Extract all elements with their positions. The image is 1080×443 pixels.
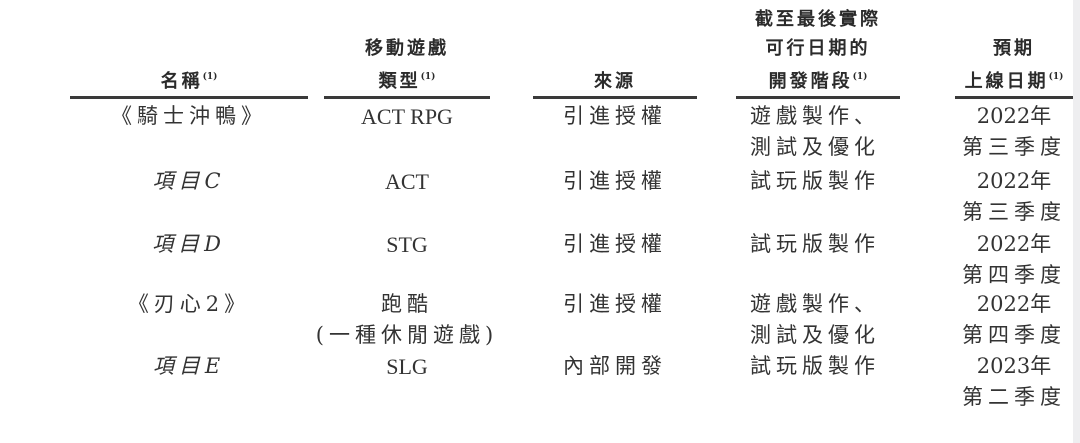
column-dev-stage: 截至最後實際 可行日期的 開發階段(1) 遊戲製作、 測試及優化 試玩版製作 試… [736, 0, 900, 443]
row-5-name: 項目E [152, 354, 226, 378]
row-1-launch: 2022年 第三季度 [962, 104, 1066, 159]
header-source: 來源 [594, 71, 636, 92]
row-2-source: 引進授權 [563, 169, 667, 193]
header-dev-stage: 截至最後實際 可行日期的 開發階段(1) [755, 9, 881, 92]
header-rule [533, 96, 697, 99]
row-5-stage: 試玩版製作 [750, 354, 880, 378]
row-2-launch: 2022年 第三季度 [962, 169, 1066, 224]
row-1-stage: 遊戲製作、 測試及優化 [750, 104, 880, 159]
page-edge [1073, 0, 1080, 443]
row-4-name: 《刃心2》 [127, 292, 251, 316]
header-rule [70, 96, 308, 99]
row-5-source: 內部開發 [563, 354, 667, 378]
row-2-name: 項目C [152, 169, 226, 193]
row-4-stage: 遊戲製作、 測試及優化 [750, 292, 880, 347]
row-1-source: 引進授權 [563, 104, 667, 128]
row-3-launch: 2022年 第四季度 [962, 232, 1066, 287]
row-4-type: 跑酷 (一種休閒遊戲) [315, 292, 499, 347]
header-game-type: 移動遊戲 類型(1) [365, 38, 449, 92]
header-rule [955, 96, 1073, 99]
header-name: 名稱(1) [160, 71, 218, 92]
row-4-launch: 2022年 第四季度 [962, 292, 1066, 347]
row-4-source: 引進授權 [563, 292, 667, 316]
row-1-name: 《騎士沖鴨》 [111, 104, 267, 128]
column-launch-date: 預期 上線日期(1) 2022年 第三季度 2022年 第三季度 2022年 第… [955, 0, 1073, 443]
row-3-type: STG [386, 232, 428, 257]
row-5-type: SLG [386, 354, 428, 379]
column-game-type: 移動遊戲 類型(1) ACT RPG ACT STG 跑酷 (一種休閒遊戲) S… [315, 0, 499, 443]
header-launch-date: 預期 上線日期(1) [964, 38, 1064, 92]
row-3-source: 引進授權 [563, 232, 667, 256]
row-1-type: ACT RPG [361, 104, 453, 129]
row-2-type: ACT [385, 169, 429, 194]
header-rule [736, 96, 900, 99]
row-3-name: 項目D [152, 232, 226, 256]
row-3-stage: 試玩版製作 [750, 232, 880, 256]
column-name: 名稱(1) 《騎士沖鴨》 項目C 項目D 《刃心2》 項目E [70, 0, 308, 443]
header-rule [324, 96, 490, 99]
column-source: 來源 引進授權 引進授權 引進授權 引進授權 內部開發 [533, 0, 697, 443]
row-5-launch: 2023年 第二季度 [962, 354, 1066, 409]
row-2-stage: 試玩版製作 [750, 169, 880, 193]
